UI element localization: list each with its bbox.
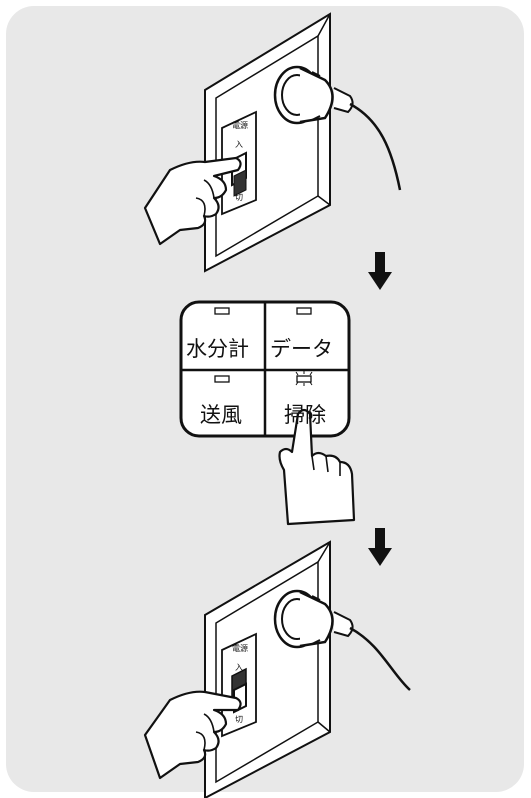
hand-bottom xyxy=(143,690,242,780)
moisture-button[interactable]: 水分計 xyxy=(186,337,249,361)
clean-indicator xyxy=(296,375,312,383)
power-plug-top xyxy=(273,65,354,125)
off-label-top: 切 xyxy=(235,193,243,202)
moisture-indicator xyxy=(214,307,230,315)
power-plug-bottom xyxy=(273,589,354,649)
air-indicator xyxy=(214,375,230,383)
hand-top xyxy=(143,156,242,246)
data-indicator xyxy=(296,307,312,315)
air-button[interactable]: 送風 xyxy=(200,403,242,427)
clean-button[interactable]: 掃除 xyxy=(284,403,326,427)
power-cord-bottom xyxy=(349,626,411,691)
on-label-top: 入 xyxy=(235,140,243,149)
power-cord-top xyxy=(349,102,402,191)
power-label-bottom: 電源 xyxy=(232,644,248,653)
on-label-bottom: 入 xyxy=(235,663,243,672)
clean-indicator-glow-icon xyxy=(295,371,313,386)
power-label-top: 電源 xyxy=(232,121,248,130)
data-button[interactable]: データ xyxy=(270,337,333,361)
off-label-bottom: 切 xyxy=(235,715,243,724)
